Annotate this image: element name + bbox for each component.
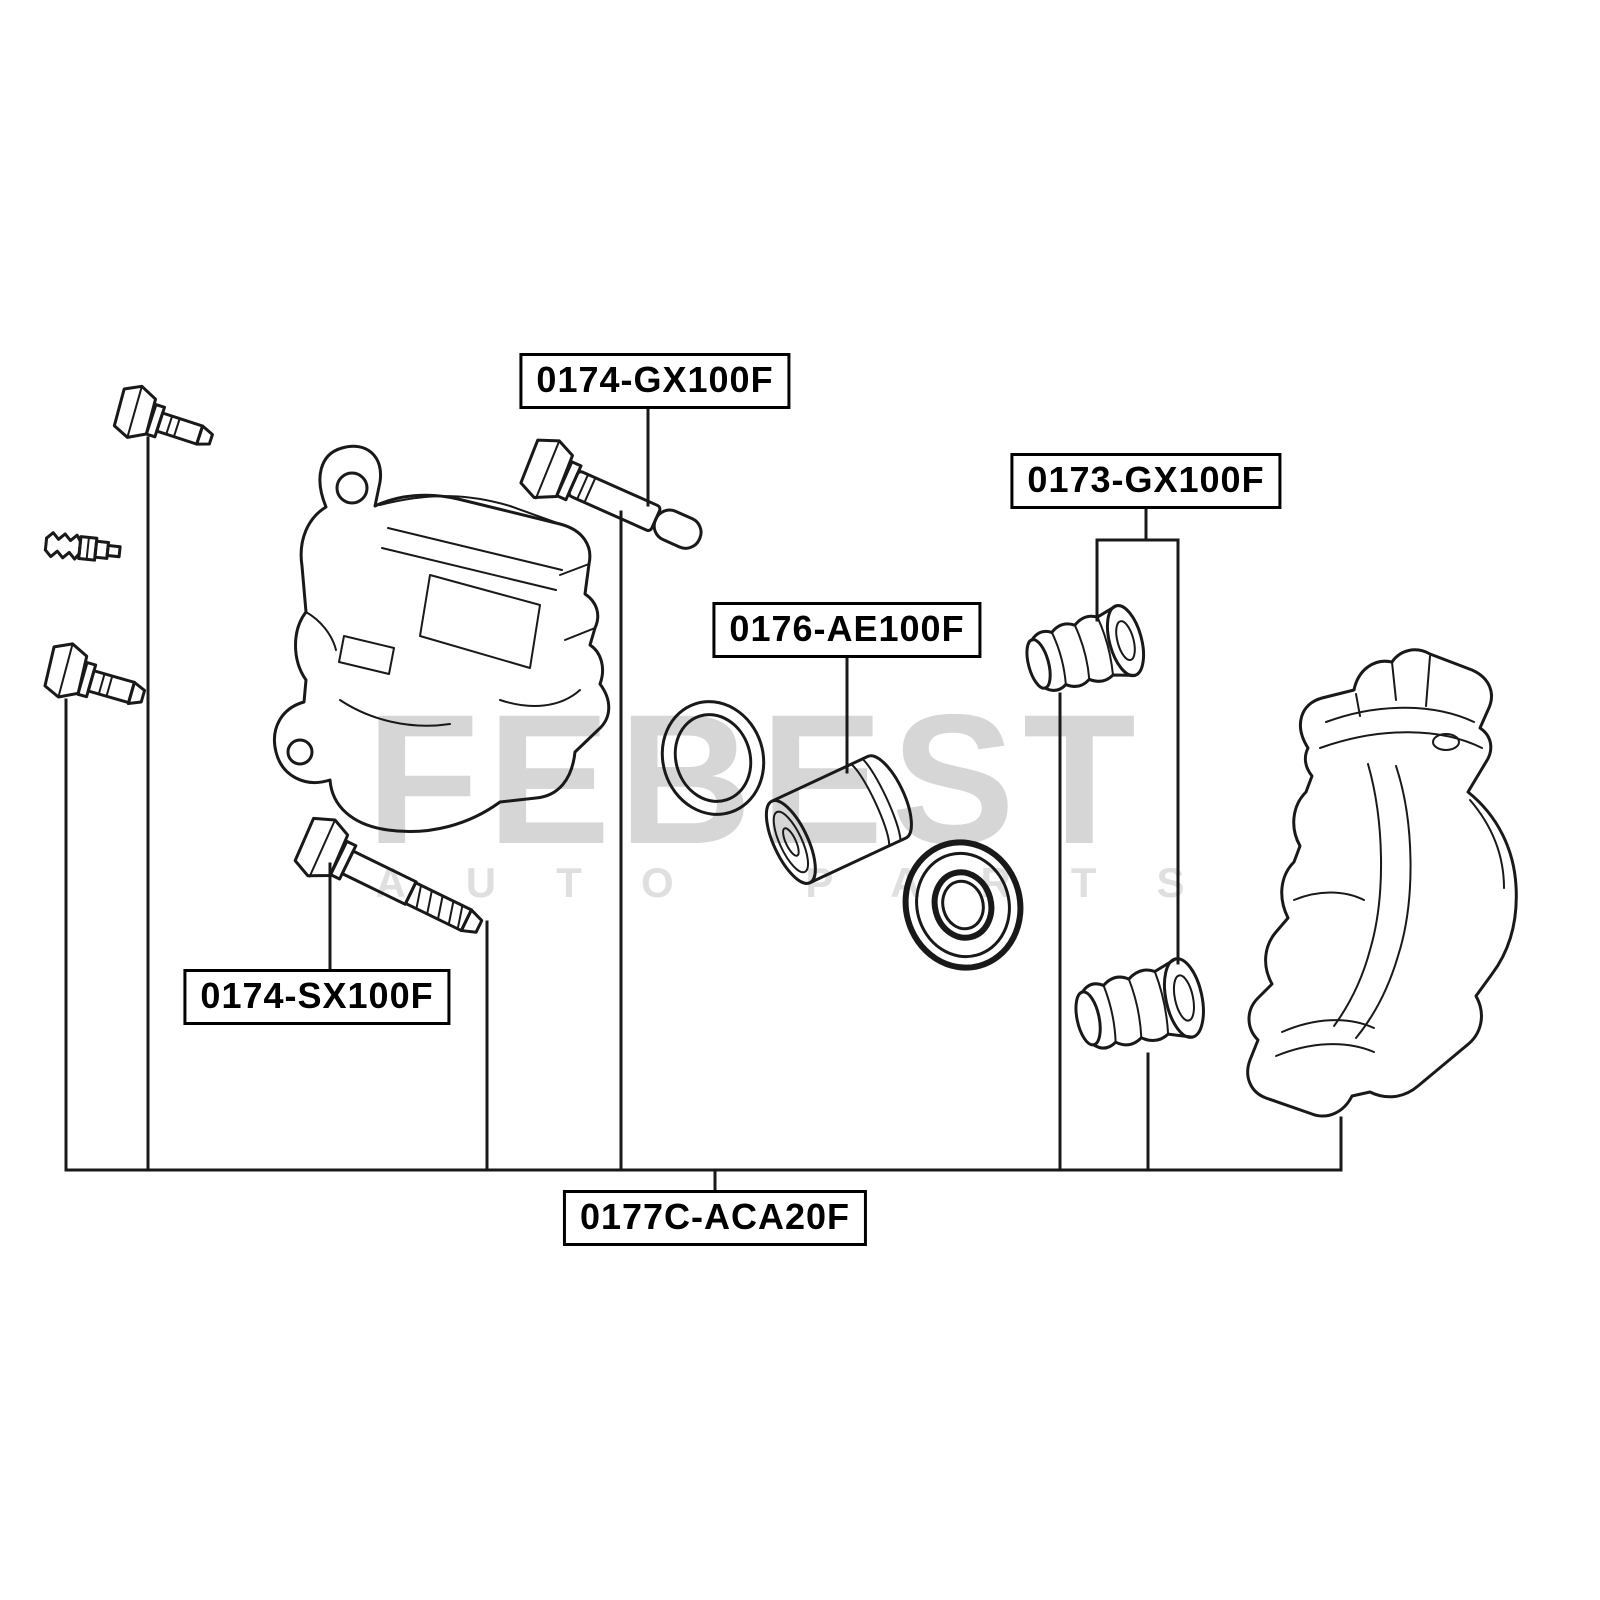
caliper-bracket-drawing bbox=[1246, 648, 1518, 1118]
part-label-0174-gx100f: 0174-GX100F bbox=[519, 353, 791, 409]
part-label-0177c-aca20f: 0177C-ACA20F bbox=[562, 1190, 868, 1246]
part-label-0173-gx100f: 0173-GX100F bbox=[1010, 453, 1282, 509]
mounting-bolt-upper-drawing bbox=[112, 384, 214, 446]
guide-pin-boot-upper-drawing bbox=[1025, 604, 1146, 692]
caliper-piston-drawing bbox=[764, 754, 913, 885]
bleeder-screw-drawing bbox=[43, 531, 122, 562]
part-label-0176-ae100f: 0176-AE100F bbox=[712, 602, 982, 658]
piston-seal-ring-drawing bbox=[660, 700, 766, 816]
watermark-tagline-text: AUTO PARTS bbox=[375, 859, 1245, 906]
part-label-0174-sx100f: 0174-SX100F bbox=[183, 969, 451, 1025]
guide-pin-upper-drawing bbox=[519, 438, 703, 550]
guide-pin-boot-lower-drawing bbox=[1074, 957, 1205, 1050]
guide-pin-lower-drawing bbox=[293, 816, 484, 934]
mounting-bolt-lower-drawing bbox=[43, 642, 147, 706]
piston-boot-ring-drawing bbox=[902, 839, 1024, 971]
connector-lines bbox=[64, 401, 1343, 1198]
brake-caliper-body-drawing bbox=[273, 444, 611, 834]
watermark-brand-text: FEBEST bbox=[366, 677, 1144, 883]
